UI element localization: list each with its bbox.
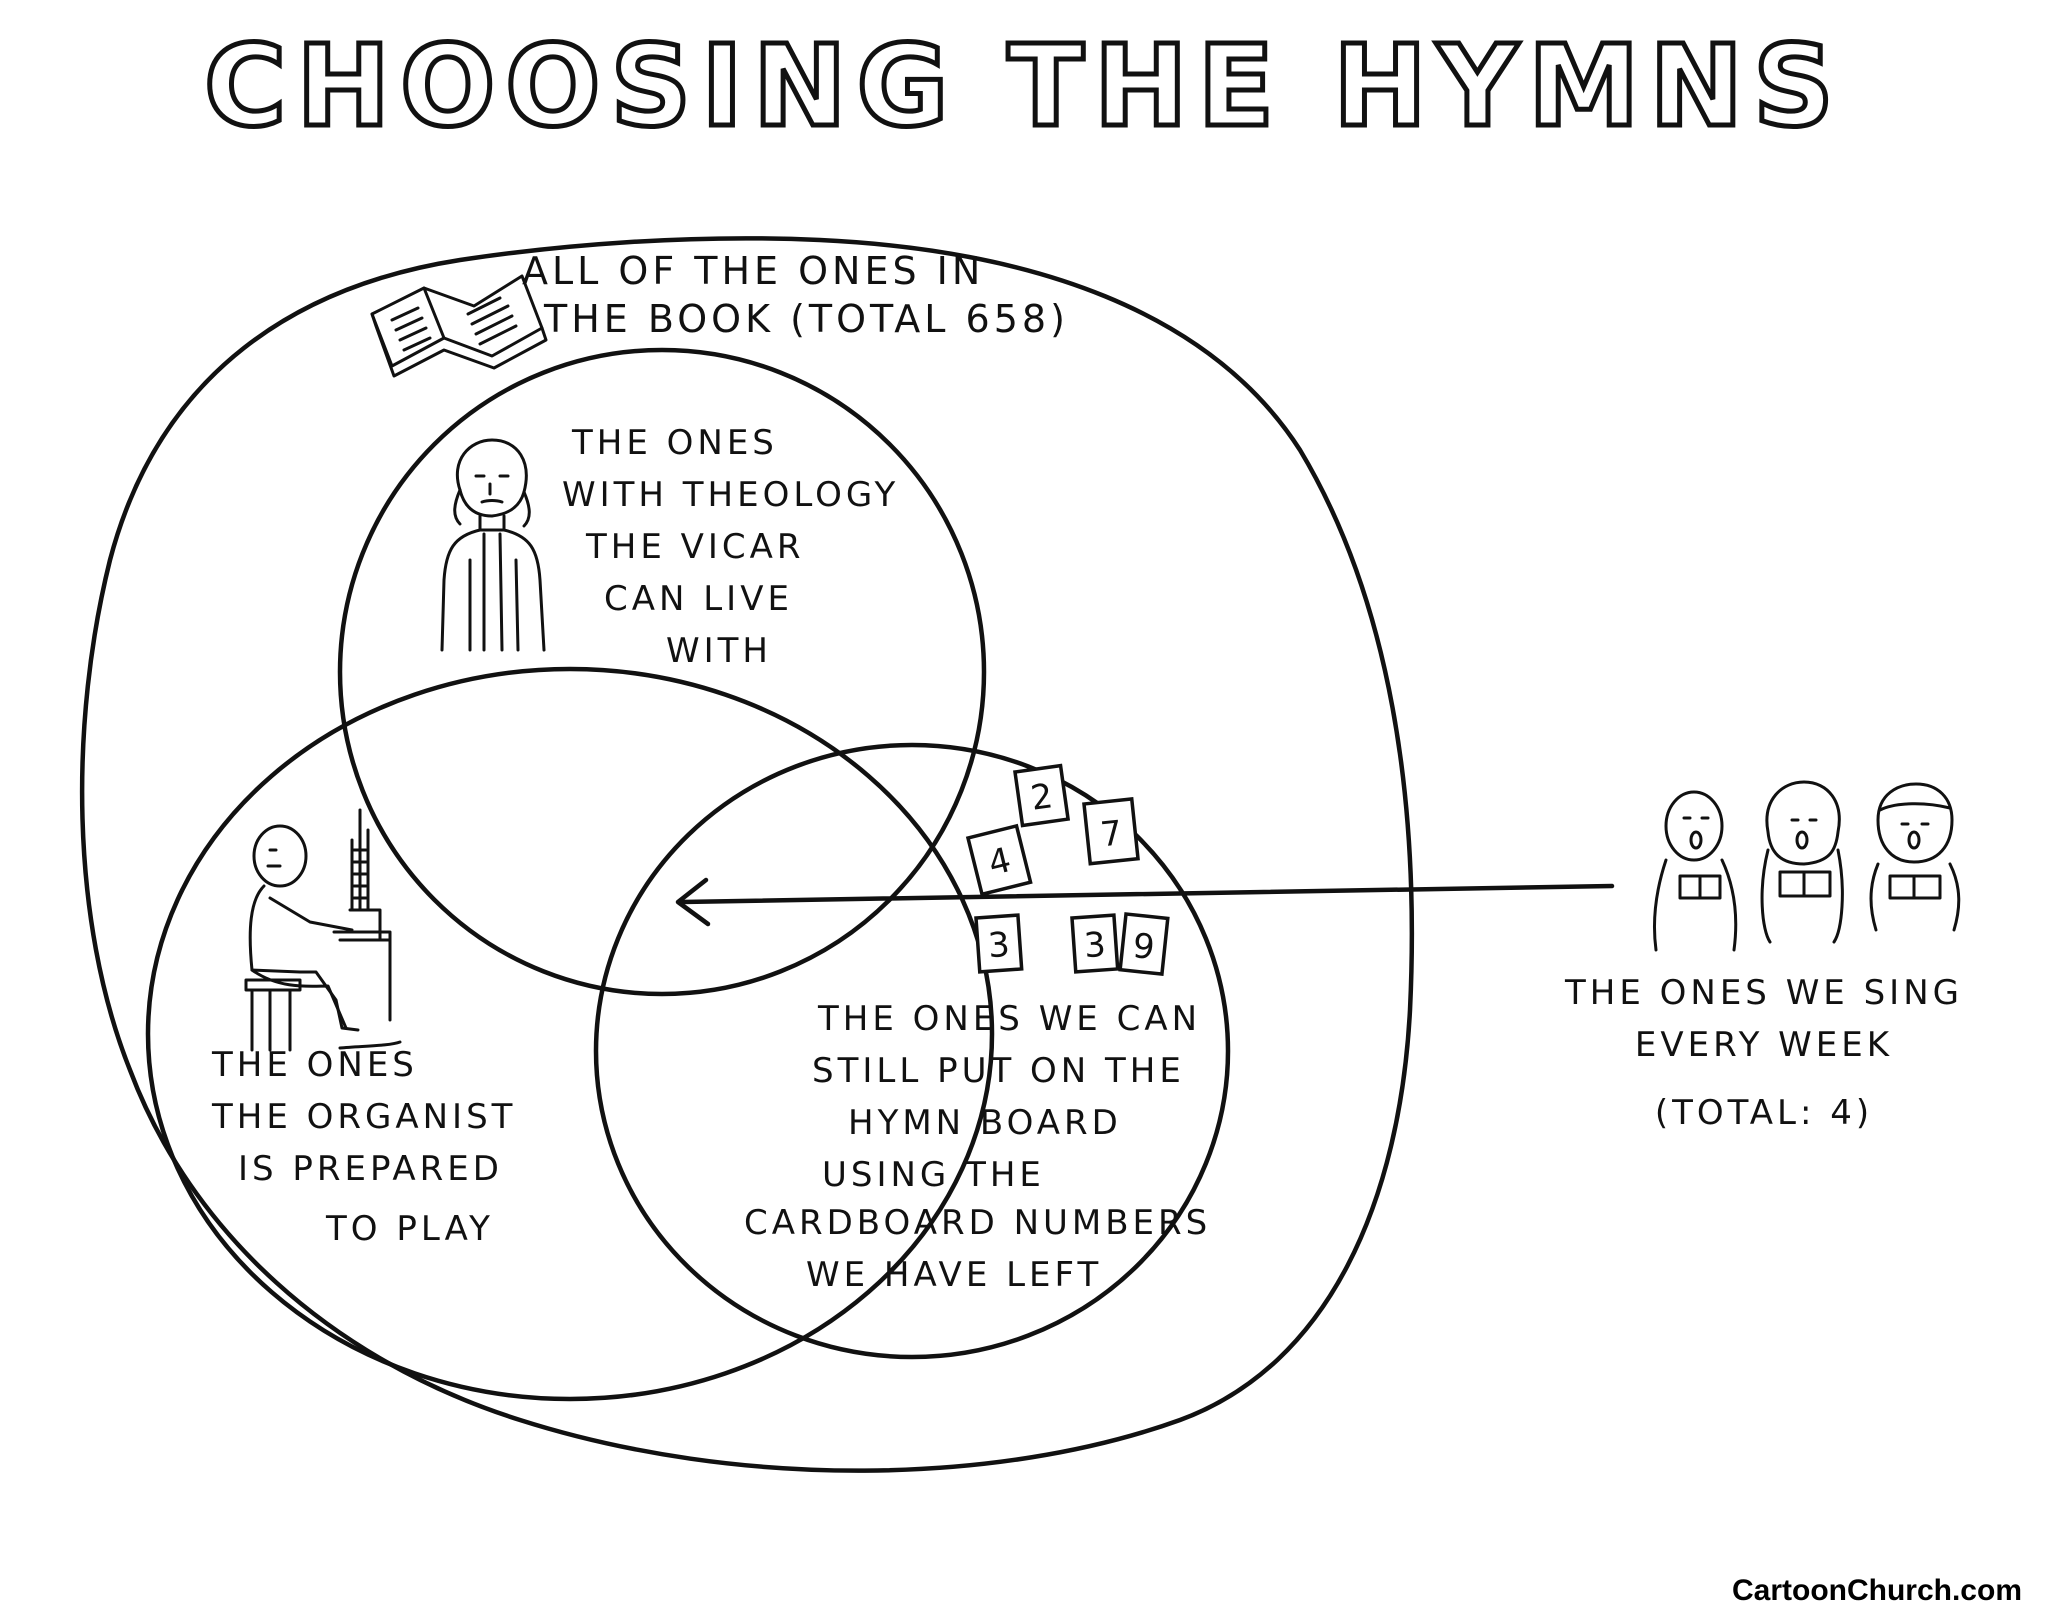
cardboard-numbers: 2 7 4 3 3 9 bbox=[965, 763, 1170, 977]
organist-set-circle bbox=[145, 666, 995, 1402]
organist-set-label-line: TO PLAY bbox=[325, 1209, 494, 1249]
vicar-set-label: THE ONES WITH THEOLOGY THE VICAR CAN LIV… bbox=[562, 423, 899, 671]
vicar-figure-icon bbox=[440, 438, 546, 652]
book-set-label: ALL OF THE ONES IN THE BOOK (TOTAL 658) bbox=[522, 249, 1069, 341]
board-set-label-line: USING THE bbox=[822, 1155, 1045, 1195]
vicar-set-label-line: THE ONES bbox=[571, 423, 778, 463]
number-card: 2 bbox=[1013, 763, 1071, 828]
site-credit: CartoonChurch.com bbox=[1732, 1574, 2022, 1607]
organist-set-label: THE ONES THE ORGANIST IS PREPARED TO PLA… bbox=[211, 1045, 516, 1249]
number-card-value: 3 bbox=[987, 925, 1011, 966]
sing-every-week-line: THE ONES WE SING bbox=[1564, 973, 1963, 1013]
board-set-label-line: HYMN BOARD bbox=[848, 1103, 1122, 1143]
vicar-set-circle bbox=[337, 347, 987, 997]
board-set-label-line: CARDBOARD NUMBERS bbox=[744, 1203, 1211, 1243]
number-card-value: 9 bbox=[1131, 926, 1157, 968]
sing-every-week-line: (TOTAL: 4) bbox=[1655, 1093, 1873, 1133]
number-card-value: 7 bbox=[1098, 813, 1124, 855]
congregation-singers-icon bbox=[1653, 780, 1961, 952]
vicar-set-label-line: WITH THEOLOGY bbox=[562, 475, 899, 515]
organist-set-label-line: THE ORGANIST bbox=[211, 1097, 516, 1137]
organist-set-label-line: THE ONES bbox=[211, 1045, 418, 1085]
vicar-set-label-line: WITH bbox=[666, 631, 772, 671]
number-card: 3 bbox=[974, 913, 1024, 974]
number-card: 9 bbox=[1118, 912, 1170, 977]
board-set-label-line: THE ONES WE CAN bbox=[817, 999, 1201, 1039]
board-set-circle bbox=[593, 742, 1231, 1360]
board-set-label-line: WE HAVE LEFT bbox=[806, 1255, 1102, 1295]
organist-set-label-line: IS PREPARED bbox=[238, 1149, 503, 1189]
vicar-set-label-line: THE VICAR bbox=[585, 527, 805, 567]
arrow-left-icon bbox=[675, 877, 1615, 927]
organist-at-organ-icon bbox=[244, 808, 402, 1052]
open-book-icon bbox=[370, 274, 548, 378]
number-card-value: 3 bbox=[1083, 925, 1107, 966]
vicar-set-label-line: CAN LIVE bbox=[604, 579, 793, 619]
book-set-label-line: THE BOOK (TOTAL 658) bbox=[543, 297, 1069, 341]
sing-every-week-label: THE ONES WE SING EVERY WEEK (TOTAL: 4) bbox=[1564, 973, 1963, 1133]
number-card: 7 bbox=[1082, 797, 1140, 866]
page-title: CHOOSING THE HYMNS bbox=[204, 22, 1844, 152]
book-set-label-line: ALL OF THE ONES IN bbox=[522, 249, 984, 293]
board-set-label: THE ONES WE CAN STILL PUT ON THE HYMN BO… bbox=[744, 999, 1211, 1295]
number-card: 3 bbox=[1070, 913, 1120, 974]
board-set-label-line: STILL PUT ON THE bbox=[812, 1051, 1185, 1091]
number-card: 4 bbox=[965, 823, 1033, 897]
sing-every-week-line: EVERY WEEK bbox=[1635, 1025, 1893, 1065]
book-set-outline bbox=[79, 236, 1415, 1473]
